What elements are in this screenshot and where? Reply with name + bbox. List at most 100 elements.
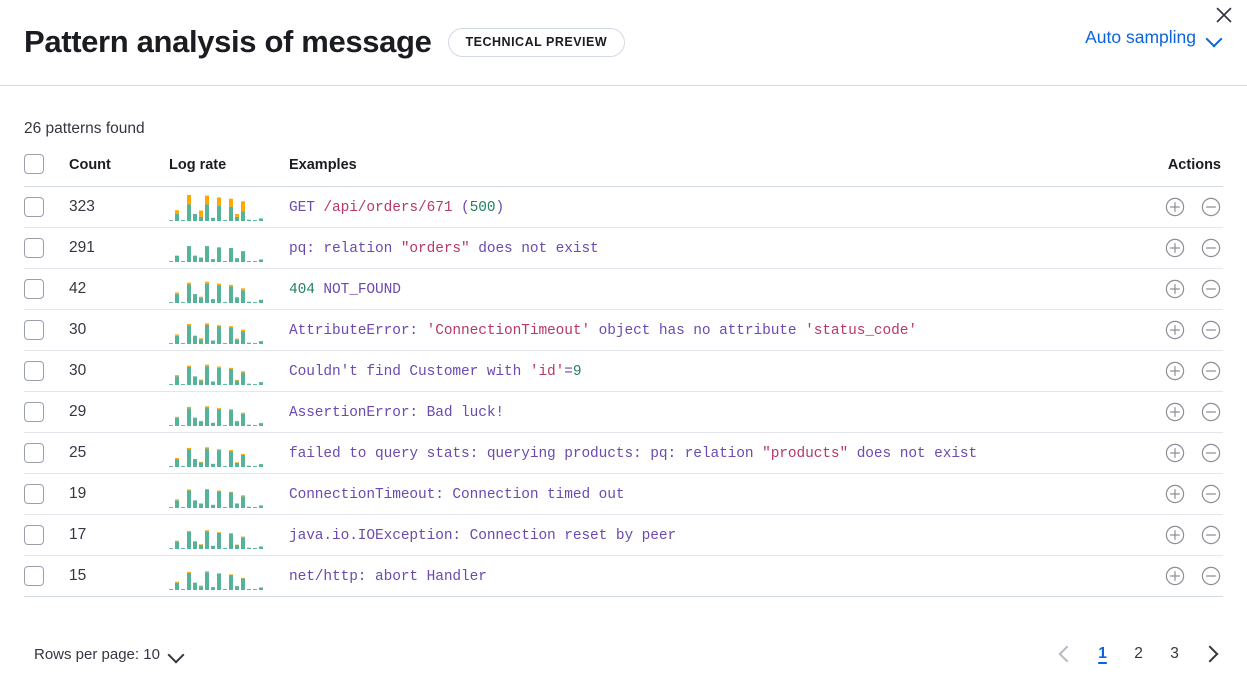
- row-log-rate-sparkline: [169, 555, 289, 598]
- row-example: net/http: abort Handler: [289, 555, 1145, 598]
- pagination-page-3[interactable]: 3: [1170, 645, 1179, 662]
- panel-header: Pattern analysis of message TECHNICAL PR…: [0, 0, 1247, 86]
- pagination-next-button[interactable]: [1195, 639, 1225, 669]
- table-header-row: Count Log rate Examples Actions: [24, 148, 1223, 188]
- minus-circle-icon[interactable]: [1201, 402, 1221, 422]
- row-checkbox[interactable]: [24, 484, 44, 505]
- row-checkbox[interactable]: [24, 566, 44, 587]
- row-log-rate-sparkline: [169, 268, 289, 311]
- row-example: GET /api/orders/671 (500): [289, 186, 1145, 229]
- pagination-page-2[interactable]: 2: [1134, 645, 1143, 662]
- column-header-actions: Actions: [1145, 148, 1223, 188]
- table-header: Count Log rate Examples Actions: [24, 148, 1223, 188]
- minus-circle-icon[interactable]: [1201, 279, 1221, 299]
- row-checkbox[interactable]: [24, 279, 44, 300]
- pagination: 1 2 3: [1052, 639, 1225, 669]
- plus-circle-icon[interactable]: [1165, 238, 1185, 258]
- chevron-down-icon: [1205, 29, 1223, 47]
- row-checkbox[interactable]: [24, 443, 44, 464]
- select-all-checkbox[interactable]: [24, 154, 44, 175]
- row-actions: [1145, 268, 1223, 311]
- table-footer: Rows per page: 10 1 2 3: [0, 624, 1247, 684]
- row-log-rate-sparkline: [169, 186, 289, 229]
- auto-sampling-dropdown[interactable]: Auto sampling: [1085, 27, 1223, 48]
- row-checkbox[interactable]: [24, 238, 44, 259]
- close-icon[interactable]: [1211, 2, 1237, 28]
- rows-per-page-label: Rows per page: 10: [34, 645, 160, 663]
- chevron-left-icon: [1058, 645, 1076, 663]
- row-select-cell: [24, 473, 69, 516]
- row-checkbox[interactable]: [24, 320, 44, 341]
- pagination-page-1[interactable]: 1: [1098, 645, 1107, 662]
- plus-circle-icon[interactable]: [1165, 443, 1185, 463]
- row-actions: [1145, 227, 1223, 270]
- row-log-rate-sparkline: [169, 432, 289, 475]
- chevron-down-icon: [167, 645, 185, 663]
- column-header-log-rate[interactable]: Log rate: [169, 148, 289, 188]
- row-count: 19: [69, 473, 169, 516]
- plus-circle-icon[interactable]: [1165, 279, 1185, 299]
- table-row[interactable]: 42 404 NOT_FOUND: [24, 268, 1223, 311]
- minus-circle-icon[interactable]: [1201, 197, 1221, 217]
- row-count: 17: [69, 514, 169, 557]
- row-example: ConnectionTimeout: Connection timed out: [289, 473, 1145, 516]
- plus-circle-icon[interactable]: [1165, 484, 1185, 504]
- page-title: Pattern analysis of message: [24, 24, 432, 60]
- pagination-prev-button[interactable]: [1052, 639, 1082, 669]
- auto-sampling-label: Auto sampling: [1085, 27, 1196, 47]
- row-count: 25: [69, 432, 169, 475]
- row-actions: [1145, 391, 1223, 434]
- row-select-cell: [24, 514, 69, 557]
- row-checkbox[interactable]: [24, 402, 44, 423]
- plus-circle-icon[interactable]: [1165, 320, 1185, 340]
- row-actions: [1145, 350, 1223, 393]
- minus-circle-icon[interactable]: [1201, 238, 1221, 258]
- plus-circle-icon[interactable]: [1165, 361, 1185, 381]
- table-row[interactable]: 25 failed to query stats: querying produc…: [24, 432, 1223, 475]
- row-example: failed to query stats: querying products…: [289, 432, 1145, 475]
- row-actions: [1145, 432, 1223, 475]
- minus-circle-icon[interactable]: [1201, 566, 1221, 586]
- row-select-cell: [24, 555, 69, 598]
- row-checkbox[interactable]: [24, 361, 44, 382]
- minus-circle-icon[interactable]: [1201, 320, 1221, 340]
- select-all-header: [24, 148, 69, 188]
- row-count: 30: [69, 309, 169, 352]
- column-header-count[interactable]: Count: [69, 148, 169, 188]
- plus-circle-icon[interactable]: [1165, 402, 1185, 422]
- minus-circle-icon[interactable]: [1201, 361, 1221, 381]
- plus-circle-icon[interactable]: [1165, 197, 1185, 217]
- patterns-found-count: 26 patterns found: [24, 120, 145, 137]
- table-row[interactable]: 19 ConnectionTimeout: Connection timed ou…: [24, 473, 1223, 516]
- row-count: 42: [69, 268, 169, 311]
- row-checkbox[interactable]: [24, 197, 44, 218]
- row-select-cell: [24, 432, 69, 475]
- row-example: 404 NOT_FOUND: [289, 268, 1145, 311]
- rows-per-page-selector[interactable]: Rows per page: 10: [34, 645, 185, 663]
- chevron-right-icon: [1201, 645, 1219, 663]
- row-checkbox[interactable]: [24, 525, 44, 546]
- plus-circle-icon[interactable]: [1165, 566, 1185, 586]
- minus-circle-icon[interactable]: [1201, 443, 1221, 463]
- row-select-cell: [24, 186, 69, 229]
- plus-circle-icon[interactable]: [1165, 525, 1185, 545]
- status-badge: TECHNICAL PREVIEW: [447, 27, 626, 58]
- row-actions: [1145, 186, 1223, 229]
- row-select-cell: [24, 350, 69, 393]
- row-actions: [1145, 555, 1223, 598]
- minus-circle-icon[interactable]: [1201, 525, 1221, 545]
- minus-circle-icon[interactable]: [1201, 484, 1221, 504]
- row-example: Couldn't find Customer with 'id'=9: [289, 350, 1145, 393]
- column-header-examples[interactable]: Examples: [289, 148, 1145, 188]
- row-actions: [1145, 514, 1223, 557]
